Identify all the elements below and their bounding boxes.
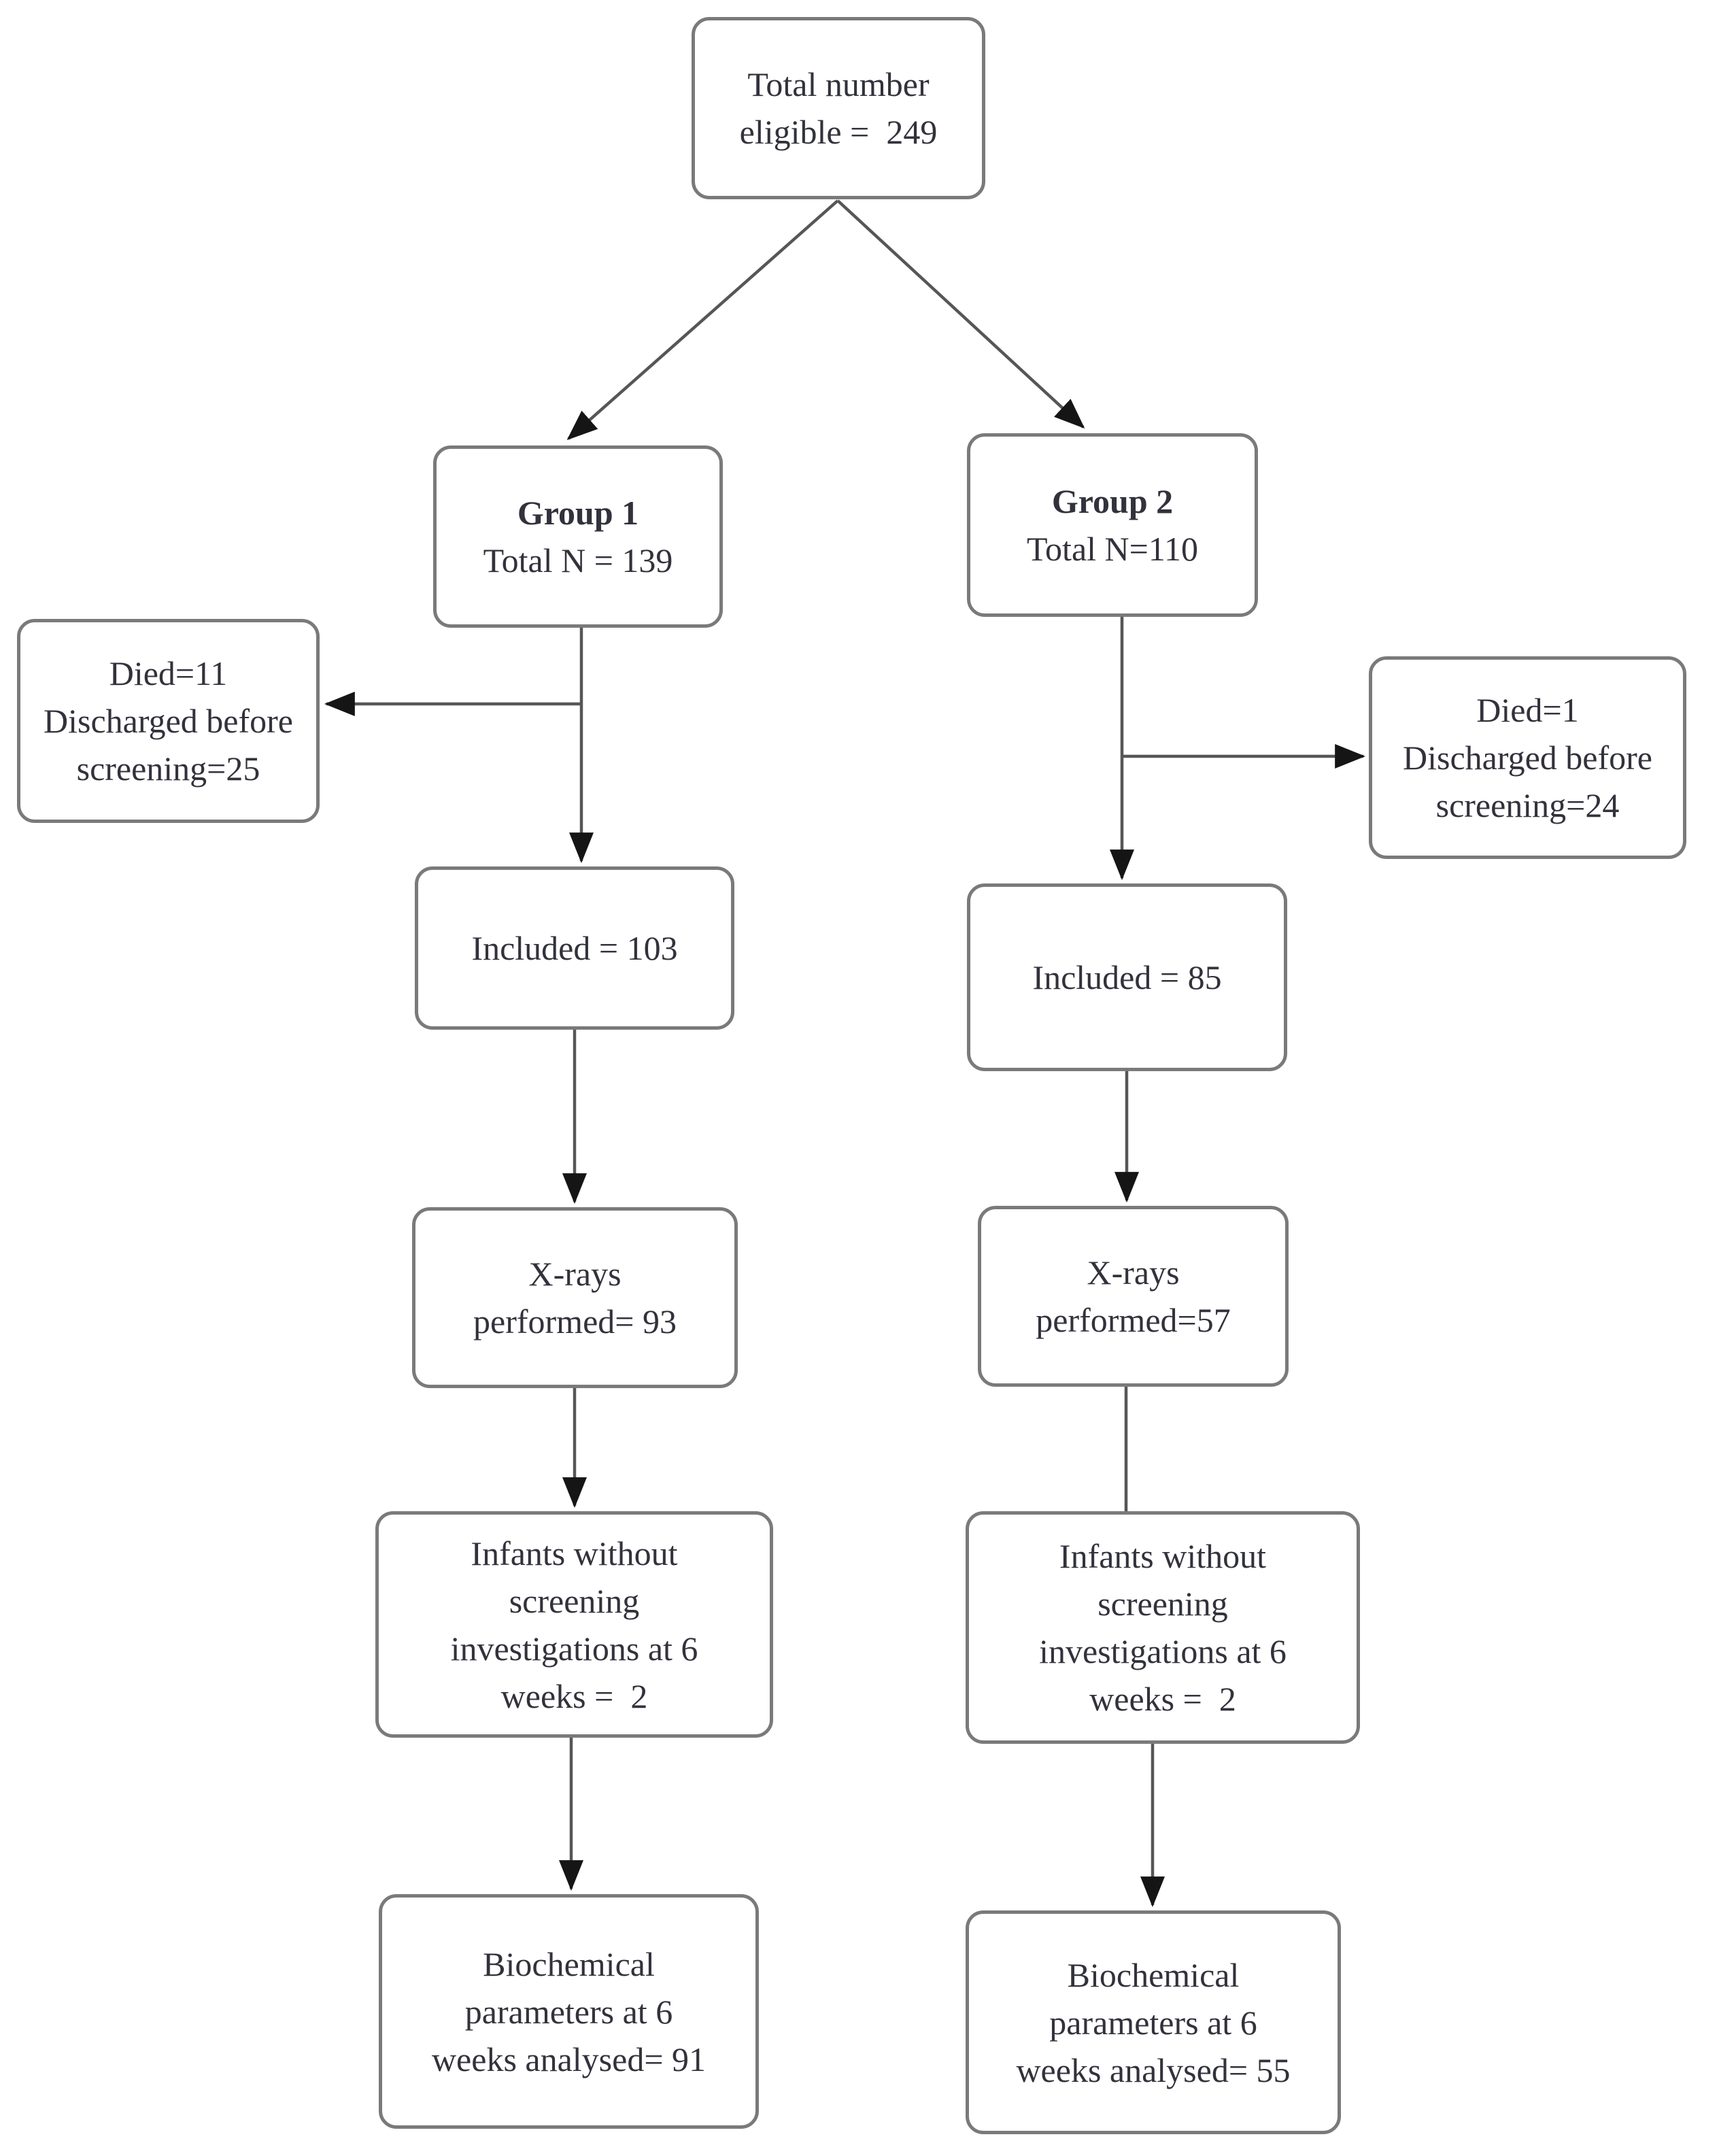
arrow-total-to-group2 [836, 199, 1085, 429]
box-group1-no-screening: Infants without screening investigations… [375, 1511, 773, 1738]
box-text-line: weeks = 2 [1089, 1680, 1236, 1718]
box-text-line: Biochemical [483, 1944, 655, 1983]
box-text-line: weeks analysed= 91 [431, 2040, 707, 2078]
group1-total-n: Total N = 139 [483, 541, 673, 579]
box-text-line: parameters at 6 [1049, 2003, 1257, 2042]
box-text-line: X-rays [528, 1255, 622, 1293]
box-group2-no-screening: Infants without screening investigations… [966, 1511, 1360, 1744]
box-total-eligible: Total number eligible = 249 [692, 17, 985, 199]
box-text-line: Included = 85 [1032, 958, 1222, 996]
box-text-line: performed=57 [1036, 1301, 1231, 1339]
box-text-line: weeks = 2 [500, 1676, 648, 1715]
group2-total-n: Total N=110 [1027, 530, 1198, 568]
box-group2-included: Included = 85 [967, 883, 1287, 1071]
box-group1-included: Included = 103 [415, 866, 734, 1030]
box-text-line: parameters at 6 [464, 1992, 673, 2031]
box-group1: Group 1 Total N = 139 [433, 445, 723, 628]
box-text-line: screening=25 [76, 749, 260, 788]
box-text-line: performed= 93 [473, 1302, 677, 1341]
box-text-line: Biochemical [1067, 1955, 1240, 1994]
box-text-line: Discharged before [44, 702, 293, 740]
box-group2-biochemical: Biochemical parameters at 6 weeks analys… [966, 1910, 1341, 2134]
box-text-line: Died=11 [109, 654, 228, 692]
group1-title: Group 1 [517, 494, 639, 532]
box-group1-xrays: X-rays performed= 93 [412, 1207, 738, 1388]
box-text-line: Died=1 [1476, 691, 1579, 729]
box-text-line: Infants without [471, 1534, 678, 1572]
box-group1-excluded: Died=11 Discharged before screening=25 [17, 619, 320, 823]
box-group1-biochemical: Biochemical parameters at 6 weeks analys… [379, 1894, 759, 2129]
box-text-line: weeks analysed= 55 [1016, 2051, 1291, 2089]
arrow-total-to-group1 [566, 199, 839, 441]
box-text-line: screening=24 [1435, 786, 1620, 824]
box-text-line: Discharged before [1403, 739, 1652, 777]
box-group2-xrays: X-rays performed=57 [978, 1206, 1289, 1387]
box-text-line: screening [1097, 1585, 1228, 1623]
box-text-line: investigations at 6 [450, 1629, 698, 1668]
box-group2-excluded: Died=1 Discharged before screening=24 [1369, 656, 1686, 859]
box-group2: Group 2 Total N=110 [967, 433, 1258, 617]
box-text-line: investigations at 6 [1039, 1632, 1287, 1670]
box-text-line: Infants without [1059, 1537, 1267, 1575]
box-text-line: Included = 103 [471, 929, 678, 967]
box-text-line: X-rays [1087, 1253, 1180, 1292]
group2-title: Group 2 [1051, 482, 1174, 520]
box-text-line: Total number [747, 65, 930, 103]
box-text-line: eligible = 249 [739, 113, 938, 151]
box-text-line: screening [509, 1581, 640, 1620]
